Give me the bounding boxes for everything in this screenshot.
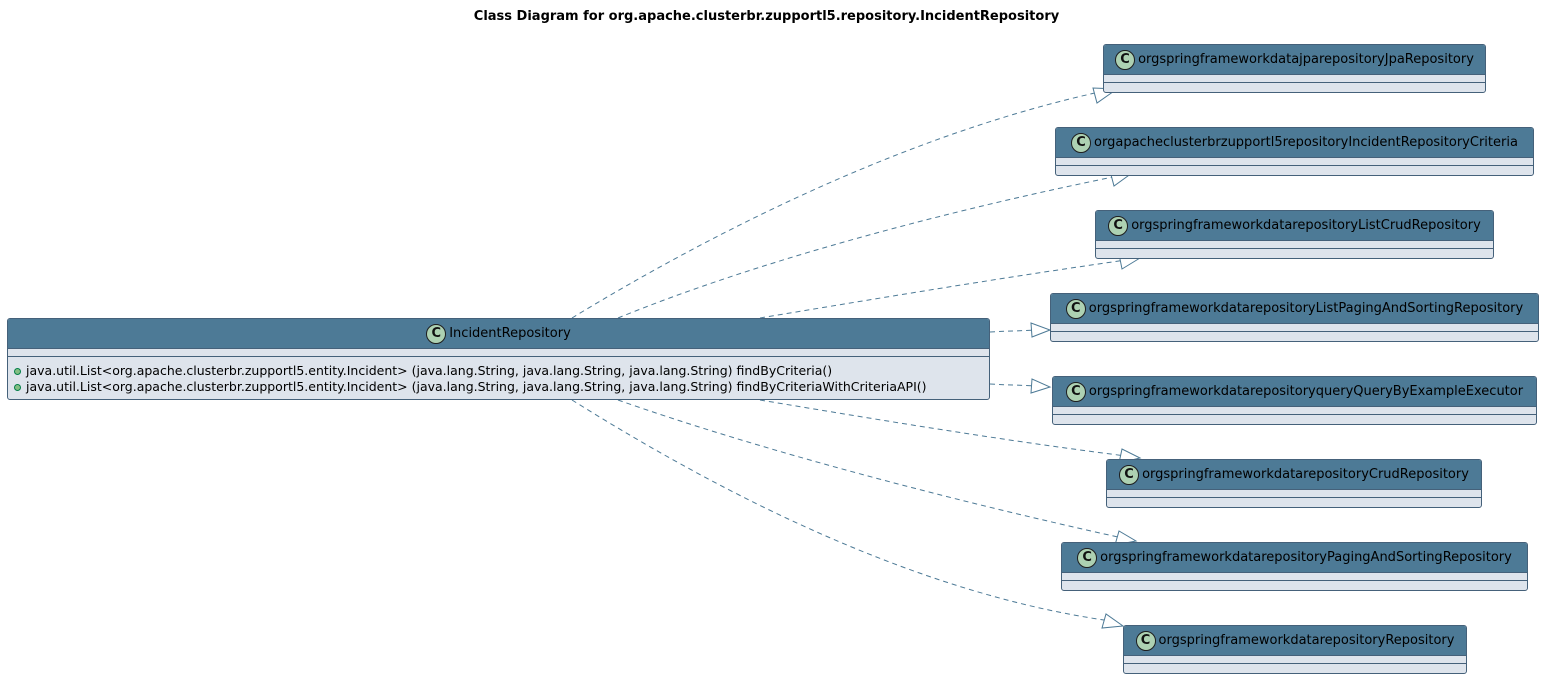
edge-to-listpagingandsortingrepository: [989, 329, 1035, 333]
edge-to-jparepository: [571, 90, 1105, 319]
edge-to-incidentrepositorycriteria: [617, 175, 1119, 319]
class-header: C IncidentRepository: [8, 319, 989, 349]
arrowhead-repository: [1101, 613, 1125, 629]
class-name: orgspringframeworkdatarepositoryPagingAn…: [1100, 550, 1512, 565]
edge-to-listcrudrepository: [759, 259, 1127, 319]
class-header: C orgspringframeworkdatarepositoryqueryQ…: [1053, 377, 1536, 407]
methods-compartment: [1096, 249, 1493, 256]
methods-compartment: [1062, 581, 1527, 588]
class-name: orgspringframeworkdatarepositoryListCrud…: [1131, 218, 1481, 233]
class-stereotype-icon: C: [1115, 49, 1136, 70]
edge-to-crudrepository: [759, 399, 1127, 457]
methods-compartment: java.util.List<org.apache.clusterbr.zupp…: [8, 357, 989, 397]
edge-to-querybyexampleexecutor: [989, 383, 1035, 387]
class-header: C orgspringframeworkdatarepositoryPaging…: [1062, 543, 1527, 573]
diagram-title: Class Diagram for org.apache.clusterbr.z…: [473, 9, 1060, 24]
methods-compartment: [1124, 664, 1466, 671]
class-stereotype-icon: C: [1065, 381, 1086, 402]
class-name: orgspringframeworkdatajparepositoryJpaRe…: [1138, 52, 1474, 67]
public-method-icon: [14, 383, 21, 391]
method-row: java.util.List<org.apache.clusterbr.zupp…: [14, 379, 989, 395]
arrowhead-listpagingandsortingrepository: [1030, 322, 1052, 338]
fields-compartment: [1104, 75, 1485, 83]
public-method-icon: [14, 367, 21, 375]
class-stereotype-icon: C: [1077, 547, 1098, 568]
methods-compartment: [1051, 332, 1538, 339]
class-name: orgspringframeworkdatarepositoryReposito…: [1158, 633, 1455, 648]
methods-compartment: [1053, 415, 1536, 422]
fields-compartment: [8, 349, 989, 357]
method-row: java.util.List<org.apache.clusterbr.zupp…: [14, 363, 989, 379]
class-name: IncidentRepository: [449, 326, 571, 341]
methods-compartment: [1107, 498, 1481, 505]
class-incidentrepositorycriteria[interactable]: C orgapacheclusterbrzupportl5repositoryI…: [1055, 127, 1534, 176]
class-listpagingandsortingrepository[interactable]: C orgspringframeworkdatarepositoryListPa…: [1050, 293, 1539, 342]
edge-to-repository: [571, 399, 1105, 621]
class-header: C orgspringframeworkdatarepositoryListPa…: [1051, 294, 1538, 324]
class-name: orgspringframeworkdatarepositoryqueryQue…: [1088, 384, 1524, 399]
class-listcrudrepository[interactable]: C orgspringframeworkdatarepositoryListCr…: [1095, 210, 1494, 259]
method-signature: java.util.List<org.apache.clusterbr.zupp…: [26, 363, 833, 378]
edge-to-pagingandsortingrepository: [617, 399, 1119, 538]
class-header: C orgapacheclusterbrzupportl5repositoryI…: [1056, 128, 1533, 158]
fields-compartment: [1056, 158, 1533, 166]
class-name: orgspringframeworkdatarepositoryListPagi…: [1088, 301, 1524, 316]
class-stereotype-icon: C: [1135, 630, 1156, 651]
fields-compartment: [1096, 241, 1493, 249]
methods-compartment: [1104, 83, 1485, 90]
class-stereotype-icon: C: [1108, 215, 1129, 236]
fields-compartment: [1062, 573, 1527, 581]
class-header: C orgspringframeworkdatajparepositoryJpa…: [1104, 45, 1485, 75]
class-querybyexampleexecutor[interactable]: C orgspringframeworkdatarepositoryqueryQ…: [1052, 376, 1537, 425]
class-stereotype-icon: C: [426, 323, 447, 344]
class-stereotype-icon: C: [1065, 298, 1086, 319]
class-pagingandsortingrepository[interactable]: C orgspringframeworkdatarepositoryPaging…: [1061, 542, 1528, 591]
methods-compartment: [1056, 166, 1533, 173]
fields-compartment: [1053, 407, 1536, 415]
class-jparepository[interactable]: C orgspringframeworkdatajparepositoryJpa…: [1103, 44, 1486, 93]
class-name: orgspringframeworkdatarepositoryCrudRepo…: [1142, 467, 1469, 482]
class-name: orgapacheclusterbrzupportl5repositoryInc…: [1094, 135, 1518, 150]
class-incidentrepository[interactable]: C IncidentRepository java.util.List<org.…: [7, 318, 990, 400]
fields-compartment: [1051, 324, 1538, 332]
class-header: C orgspringframeworkdatarepositoryReposi…: [1124, 626, 1466, 656]
class-repository[interactable]: C orgspringframeworkdatarepositoryReposi…: [1123, 625, 1467, 674]
class-stereotype-icon: C: [1071, 132, 1092, 153]
method-signature: java.util.List<org.apache.clusterbr.zupp…: [26, 379, 927, 394]
class-crudrepository[interactable]: C orgspringframeworkdatarepositoryCrudRe…: [1106, 459, 1482, 508]
fields-compartment: [1124, 656, 1466, 664]
class-header: C orgspringframeworkdatarepositoryListCr…: [1096, 211, 1493, 241]
fields-compartment: [1107, 490, 1481, 498]
class-header: C orgspringframeworkdatarepositoryCrudRe…: [1107, 460, 1481, 490]
class-stereotype-icon: C: [1119, 464, 1140, 485]
arrowhead-querybyexampleexecutor: [1030, 378, 1052, 394]
